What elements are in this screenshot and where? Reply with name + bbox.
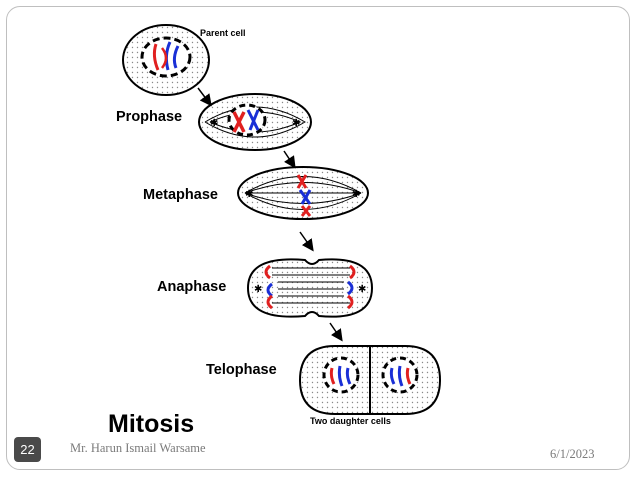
parent-cell [122, 24, 210, 96]
anaphase-label: Anaphase [157, 279, 226, 295]
prophase-cell: ✱ ✱ [198, 93, 312, 151]
arrow-4 [329, 322, 343, 342]
svg-text:✱: ✱ [292, 118, 300, 129]
anaphase-cell: ✱ ✱ [246, 258, 374, 318]
svg-text:✱: ✱ [210, 118, 218, 129]
arrow-1 [197, 87, 212, 107]
footer-author: Mr. Harun Ismail Warsame [70, 441, 206, 455]
telophase-label: Telophase [206, 362, 277, 378]
metaphase-label: Metaphase [143, 187, 218, 203]
svg-text:✱: ✱ [254, 284, 262, 295]
footer-date: 6/1/2023 [550, 447, 595, 461]
prophase-label: Prophase [116, 109, 182, 125]
svg-text:✱: ✱ [358, 284, 366, 295]
arrow-2 [283, 150, 296, 169]
arrow-3 [299, 231, 314, 252]
parent-cell-label: Parent cell [200, 28, 246, 38]
metaphase-cell: ✱ ✱ [237, 166, 369, 220]
daughter-cells-label: Two daughter cells [310, 416, 391, 426]
diagram-title: Mitosis [108, 410, 194, 438]
slide-number: 22 [14, 437, 41, 462]
svg-text:✱: ✱ [245, 189, 253, 200]
svg-text:✱: ✱ [352, 189, 360, 200]
slide-frame [6, 6, 630, 470]
telophase-cells [298, 345, 442, 415]
